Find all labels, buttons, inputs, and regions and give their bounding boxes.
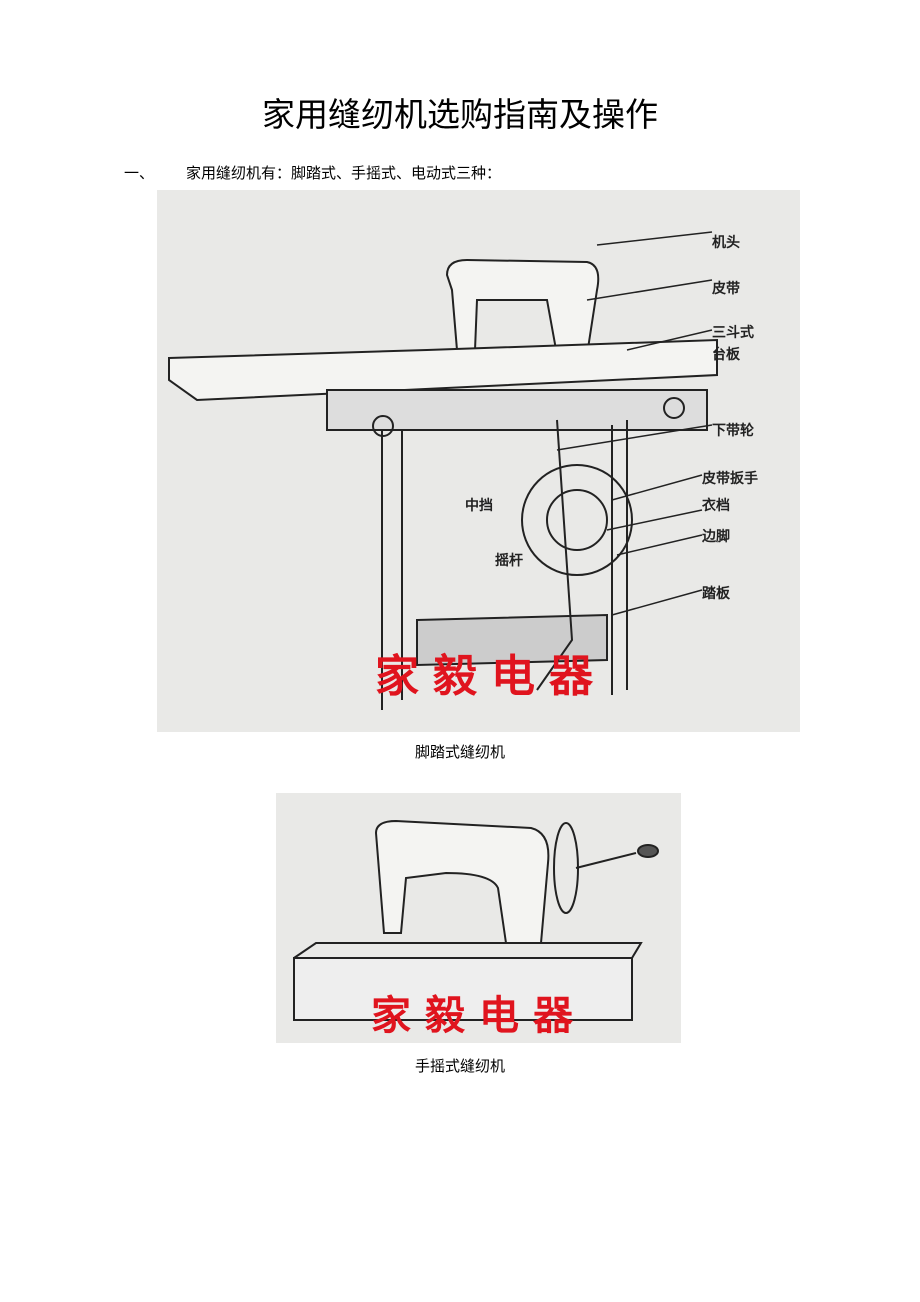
label-pedal: 踏板 [702,586,730,602]
label-belt: 皮带 [712,281,740,297]
treadle-sewing-machine-image: 机头 皮带 三斗式 台板 下带轮 皮带扳手 衣档 边脚 踏板 中挡 摇杆 家毅电… [157,190,800,732]
figure1-caption: 脚踏式缝纫机 [414,743,505,761]
figure2-caption: 手摇式缝纫机 [414,1057,505,1075]
label-machine-head: 机头 [712,235,740,251]
label-middle-bar: 中挡 [465,498,493,514]
page-title: 家用缝纫机选购指南及操作 [262,95,658,134]
label-rocker: 摇杆 [495,553,523,569]
watermark: 家毅电器 [375,651,607,702]
section-number: 一、 [124,164,155,182]
treadle-machine-drawing [168,231,718,710]
label-cloth-guard: 衣档 [702,498,730,514]
label-lower-pulley: 下带轮 [712,423,754,439]
hand-crank-machine-drawing [293,819,659,1021]
label-table-board: 台板 [712,347,740,363]
watermark: 家毅电器 [371,992,587,1039]
section-text: 家用缝纫机有：脚踏式、手摇式、电动式三种： [186,164,502,182]
label-side-leg: 边脚 [702,529,730,545]
label-belt-lever: 皮带扳手 [702,471,758,487]
label-three-drawer: 三斗式 [712,325,754,341]
section-heading: 一、 家用缝纫机有：脚踏式、手摇式、电动式三种： [124,162,501,183]
hand-crank-sewing-machine-image: 家毅电器 [276,793,681,1043]
